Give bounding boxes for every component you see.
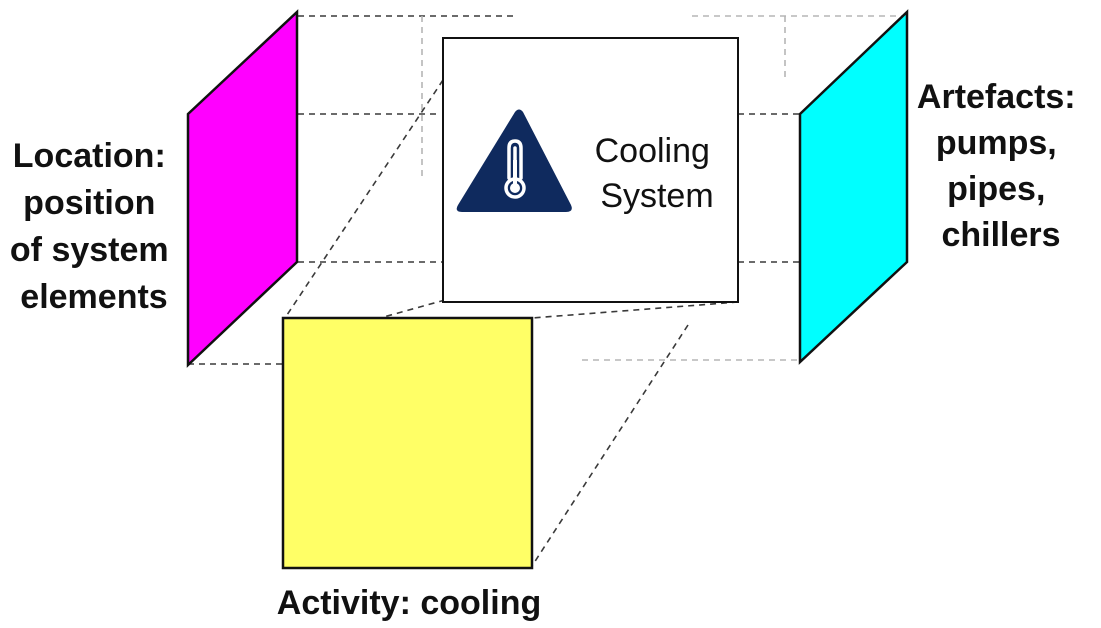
artefacts-label-line-4: chillers: [941, 216, 1060, 254]
artefacts-label-line-2: pumps,: [936, 124, 1057, 162]
cooling-system-label-line-1: Cooling: [595, 132, 710, 170]
cooling-system-label: Cooling System: [595, 132, 720, 215]
location-label-line-2: position: [23, 184, 155, 222]
location-label-line-1: Location:: [13, 137, 166, 175]
cube-edges: [188, 15, 907, 567]
artefacts-label: Artefacts: pumps, pipes, chillers: [917, 78, 1085, 254]
activity-label: Activity: cooling: [277, 584, 541, 622]
activity-panel: [281, 316, 534, 570]
location-label-line-3: of system: [10, 231, 169, 269]
location-label: Location: position of system elements: [10, 137, 178, 316]
thermometer-warning-icon: [456, 109, 572, 212]
cooling-system-label-line-2: System: [600, 177, 713, 215]
artefacts-label-line-1: Artefacts:: [917, 78, 1076, 116]
artefacts-panel: [798, 9, 909, 365]
location-panel: [186, 9, 299, 368]
artefacts-label-line-3: pipes,: [947, 170, 1045, 208]
location-label-line-4: elements: [20, 278, 167, 316]
